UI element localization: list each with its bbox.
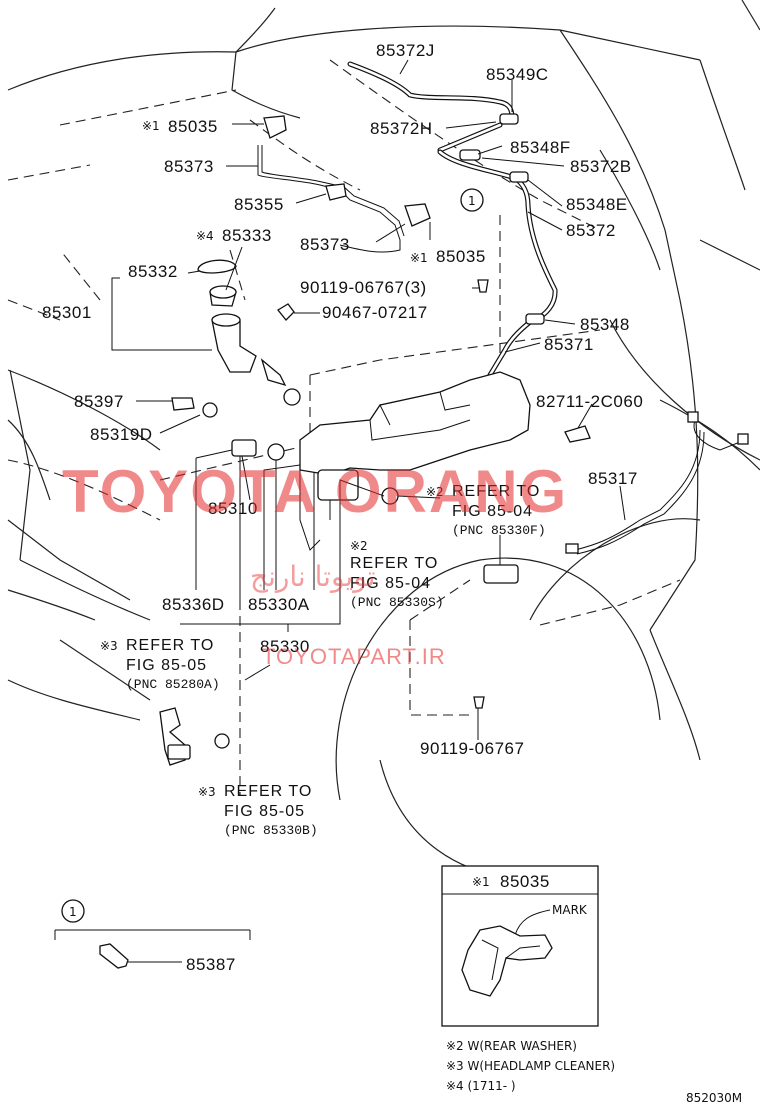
label-85355: 85355 <box>234 195 284 214</box>
label-85330A: 85330A <box>248 595 310 614</box>
label-85035-mid: 85035 <box>436 247 486 266</box>
part-labels: 85372J 85349C ※1 85035 85372H 85348F 853… <box>42 41 643 974</box>
label-90119-3: 90119-06767(3) <box>300 278 427 297</box>
label-90119-06767: 90119-06767 <box>420 739 524 758</box>
circle-marker-text: 1 <box>468 194 476 208</box>
label-85372: 85372 <box>566 221 616 240</box>
refer-line2: FIG 85-04 <box>350 575 431 592</box>
label-85348E: 85348E <box>566 195 628 214</box>
inset-title: 85035 <box>500 872 550 891</box>
leader-lines <box>111 59 626 963</box>
label-85397: 85397 <box>74 392 124 411</box>
note-mark-1: ※1 <box>142 119 160 133</box>
refer-line1: REFER TO <box>126 637 214 654</box>
circle-marker-legend-text: 1 <box>69 905 77 919</box>
label-85348F: 85348F <box>510 138 571 157</box>
label-85372B: 85372B <box>570 157 632 176</box>
label-90467-07217: 90467-07217 <box>322 303 428 322</box>
note-mark-3a: ※3 <box>100 639 118 653</box>
vehicle-body-outline <box>7 0 760 881</box>
label-85371: 85371 <box>544 335 594 354</box>
washer-tank-assembly <box>99 113 749 969</box>
refer-line2: FIG 85-05 <box>224 803 305 820</box>
refer-line2: FIG 85-05 <box>126 657 207 674</box>
note-mark-1b: ※1 <box>410 251 428 265</box>
circle-marker-1-legend: 1 <box>54 899 251 940</box>
label-85373-mid: 85373 <box>300 235 350 254</box>
footnote-headlamp-cleaner: ※3 W(HEADLAMP CLEANER) <box>446 1059 615 1073</box>
refer-line1: REFER TO <box>224 783 312 800</box>
refer-line1: REFER TO <box>350 555 438 572</box>
inset-85035-detail: ※1 85035 MARK <box>441 865 599 1027</box>
label-85349C: 85349C <box>486 65 549 84</box>
label-85332: 85332 <box>128 262 178 281</box>
footnote-rear-washer: ※2 W(REAR WASHER) <box>446 1039 577 1053</box>
note-mark-3b: ※3 <box>198 785 216 799</box>
label-85372H: 85372H <box>370 119 433 138</box>
watermark-main: TOYOTA ORANG <box>62 458 568 525</box>
refer-line3: (PNC 85330B) <box>224 823 318 838</box>
watermark-url: TOYOTAPART.IR <box>262 644 446 669</box>
watermark-persian: تویوتا نارنج <box>250 560 375 593</box>
label-85319D: 85319D <box>90 425 153 444</box>
label-85336D: 85336D <box>162 595 225 614</box>
label-85348: 85348 <box>580 315 630 334</box>
footnote-date: ※4 (1711- ) <box>446 1079 516 1093</box>
inset-mark: ※1 <box>472 875 490 889</box>
label-85330: 85330 <box>260 637 310 656</box>
refer-line3: (PNC 85330F) <box>452 523 546 538</box>
label-85373-top: 85373 <box>164 157 214 176</box>
refer-line1: REFER TO <box>452 483 540 500</box>
refer-to-fig-85-05-headlamp-a: ※3 REFER TO FIG 85-05 (PNC 85280A) <box>100 637 220 692</box>
refer-to-fig-85-04-front: ※2 REFER TO FIG 85-04 (PNC 85330S) <box>350 539 444 610</box>
circle-marker-1: 1 <box>460 188 484 212</box>
refer-to-fig-85-05-headlamp-b: ※3 REFER TO FIG 85-05 (PNC 85330B) <box>198 783 318 838</box>
hose-lines <box>257 61 746 555</box>
note-mark-4: ※4 <box>196 229 214 243</box>
note-mark-2a: ※2 <box>426 485 444 499</box>
refer-line2: FIG 85-04 <box>452 503 533 520</box>
refer-to-fig-85-04-rear: ※2 REFER TO FIG 85-04 (PNC 85330F) <box>426 483 546 538</box>
label-85301: 85301 <box>42 303 92 322</box>
inset-mark-label: MARK <box>552 903 588 917</box>
figure-id: 852030M <box>686 1091 742 1105</box>
watermark: TOYOTA ORANG تویوتا نارنج TOYOTAPART.IR <box>62 458 568 669</box>
refer-line3: (PNC 85330S) <box>350 595 444 610</box>
label-85310: 85310 <box>208 499 258 518</box>
label-85317: 85317 <box>588 469 638 488</box>
label-85035-top: 85035 <box>168 117 218 136</box>
label-85387: 85387 <box>186 955 236 974</box>
note-mark-2b: ※2 <box>350 539 368 553</box>
footnotes: ※2 W(REAR WASHER) ※3 W(HEADLAMP CLEANER)… <box>446 1039 742 1105</box>
refer-line3: (PNC 85280A) <box>126 677 220 692</box>
label-85372J: 85372J <box>376 41 435 60</box>
label-82711-2C060: 82711-2C060 <box>536 392 643 411</box>
label-85333: 85333 <box>222 226 272 245</box>
